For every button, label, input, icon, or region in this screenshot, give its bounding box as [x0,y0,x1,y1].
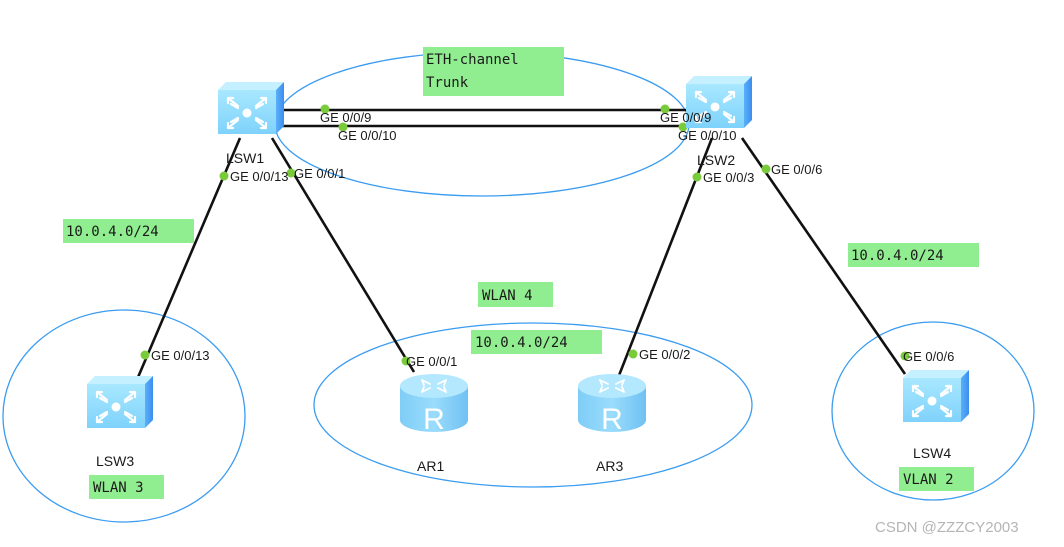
port-label-lsw1-ge0013: GE 0/0/13 [230,169,289,184]
wlan4-area [313,322,753,488]
port-label-lsw1-ge009: GE 0/0/9 [320,110,371,125]
svg-text:Trunk: Trunk [426,75,469,91]
device-label-lsw3: LSW3 [96,453,134,469]
port-dot-lsw1-ge0010 [338,122,348,132]
port-dot-lsw2-ge006 [761,164,771,174]
wlan3-area [2,309,246,523]
port-label-lsw2-ge009: GE 0/0/9 [660,110,711,125]
router-ar1[interactable] [399,373,469,437]
port-dot-lsw1-ge001 [286,168,296,178]
switch-lsw3[interactable] [85,374,155,430]
svg-text:WLAN 4: WLAN 4 [482,288,533,304]
vlan2-area [831,321,1035,501]
port-dot-lsw2-ge0010 [678,122,688,132]
note-vlan2: VLAN 2 [899,467,974,491]
port-dot-lsw2-ge009 [660,104,670,114]
router-icon [577,373,647,437]
port-dot-lsw1-ge009 [320,104,330,114]
switch-icon [901,368,971,424]
port-label-ar3-ge002: GE 0/0/2 [639,347,690,362]
note-subnet-right: 10.0.4.0/24 [848,243,979,267]
svg-text:10.0.4.0/24: 10.0.4.0/24 [66,224,159,240]
note-wlan3: WLAN 3 [89,475,164,499]
note-wlan4: WLAN 4 [478,282,553,307]
svg-text:10.0.4.0/24: 10.0.4.0/24 [475,335,568,351]
port-label-lsw2-ge003: GE 0/0/3 [703,170,754,185]
port-label-lsw1-ge001: GE 0/0/1 [294,166,345,181]
device-label-lsw4: LSW4 [913,445,951,461]
switch-icon [85,374,155,430]
note-subnet-left: 10.0.4.0/24 [63,219,194,243]
switch-lsw4[interactable] [901,368,971,424]
port-dot-ar3-ge002 [628,349,638,359]
device-label-ar3: AR3 [596,458,623,474]
link-lsw2-lsw4[interactable] [740,137,907,375]
router-icon [399,373,469,437]
svg-text:WLAN 3: WLAN 3 [93,480,144,496]
svg-text:VLAN 2: VLAN 2 [903,472,954,488]
port-label-lsw2-ge006: GE 0/0/6 [771,162,822,177]
port-label-lsw2-ge0010: GE 0/0/10 [678,128,737,143]
port-dot-lsw2-ge003 [692,172,702,182]
svg-text:10.0.4.0/24: 10.0.4.0/24 [851,248,944,264]
device-label-lsw1: LSW1 [226,150,264,166]
port-label-lsw1-ge0010: GE 0/0/10 [338,128,397,143]
port-dot-lsw3-ge0013 [140,350,150,360]
router-ar3[interactable] [577,373,647,437]
svg-text:ETH-channel: ETH-channel [426,52,519,68]
port-label-lsw3-ge0013: GE 0/0/13 [151,348,210,363]
link-lsw1-ar1[interactable] [270,137,416,373]
note-subnet-center: 10.0.4.0/24 [471,330,602,354]
switch-lsw1[interactable] [216,80,286,136]
port-label-ar1-ge001: GE 0/0/1 [406,354,457,369]
device-label-lsw2: LSW2 [697,152,735,168]
port-dot-ar1-ge001 [401,356,411,366]
port-dot-lsw4-ge006 [900,351,910,361]
port-dot-lsw1-ge0013 [219,171,229,181]
note-eth-channel: ETH-channel Trunk [423,47,564,96]
switch-icon [216,80,286,136]
watermark: CSDN @ZZZCY2003 [875,519,1019,536]
device-label-ar1: AR1 [417,458,444,474]
port-label-lsw4-ge006: GE 0/0/6 [903,349,954,364]
